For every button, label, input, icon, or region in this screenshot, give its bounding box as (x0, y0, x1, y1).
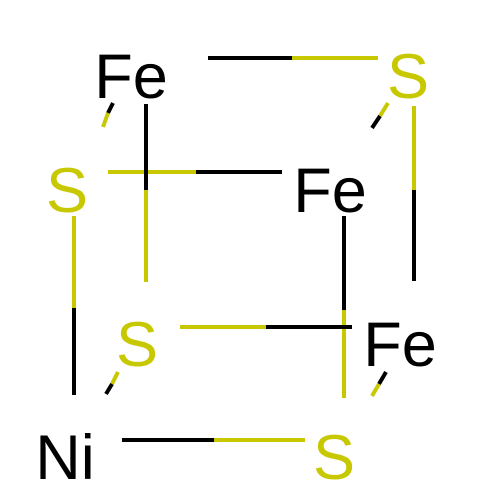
atom-label-s4: S (313, 423, 355, 493)
bond-fe3-s4 (370, 370, 388, 398)
atoms: Fe S S Fe S Fe Ni S (35, 42, 437, 493)
bond-s3-ni (104, 371, 120, 396)
bonds (72, 56, 416, 442)
atom-label-s1: S (46, 156, 88, 226)
atom-label-fe1: Fe (94, 42, 168, 112)
atom-label-ni: Ni (35, 423, 95, 493)
atom-label-s3: S (116, 310, 158, 380)
atom-label-fe3: Fe (363, 310, 437, 380)
atom-label-fe2: Fe (293, 156, 367, 226)
bond-s2-fe2 (370, 101, 390, 130)
atom-label-s2: S (387, 42, 429, 112)
bond-fe1-s1 (101, 102, 115, 128)
